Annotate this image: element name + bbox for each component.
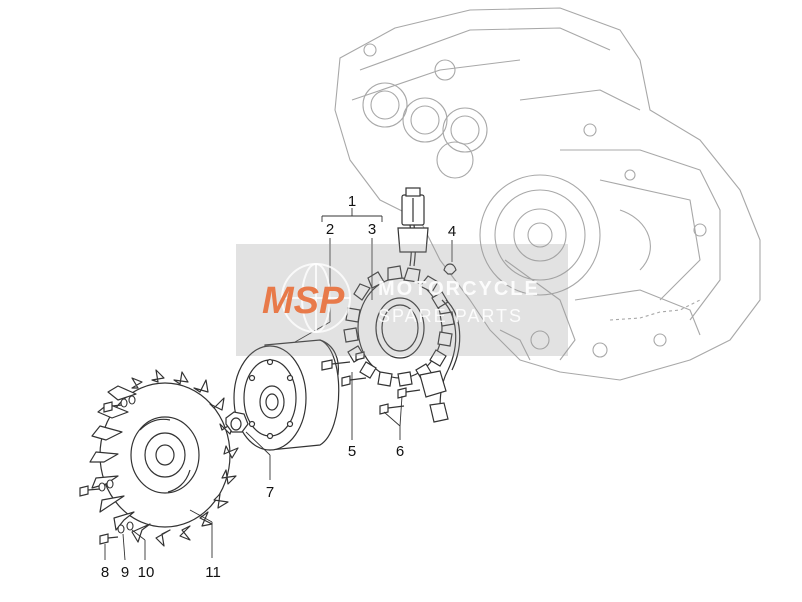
part-9-10-washers: [98, 395, 136, 534]
part-7-flywheel-rotor: [233, 339, 340, 451]
callout-9: 9: [120, 564, 130, 581]
watermark-line2: SPARE PARTS: [378, 306, 524, 326]
callout-5: 5: [347, 443, 357, 460]
watermark-logo-text: MSP: [262, 280, 345, 322]
callout-1: 1: [347, 193, 357, 210]
callout-2: 2: [325, 221, 335, 238]
leader-lines: [104, 208, 453, 561]
callout-7: 7: [265, 484, 275, 501]
stator-connector-top: [397, 187, 429, 253]
part-5-stator-screws: [321, 351, 367, 387]
part-3-stator: [343, 265, 455, 387]
watermark-line1: MOTORCYCLE: [378, 278, 540, 300]
callout-11: 11: [205, 564, 221, 581]
part-6-connector-screws: [379, 387, 421, 415]
part-11-cooling-fan: [89, 369, 239, 547]
part-4-woodruff-key: [443, 263, 457, 275]
callout-10: 10: [137, 564, 155, 581]
callout-4: 4: [447, 223, 457, 240]
flywheel-nut: [225, 411, 249, 433]
callout-6: 6: [395, 443, 405, 460]
watermark-globe-icon: [281, 263, 351, 333]
stator-connector-bottom: [419, 370, 449, 423]
watermark-band: [236, 244, 568, 356]
callout-8: 8: [100, 564, 110, 581]
callout-3: 3: [367, 221, 377, 238]
part-8-fan-bolts: [79, 401, 123, 545]
